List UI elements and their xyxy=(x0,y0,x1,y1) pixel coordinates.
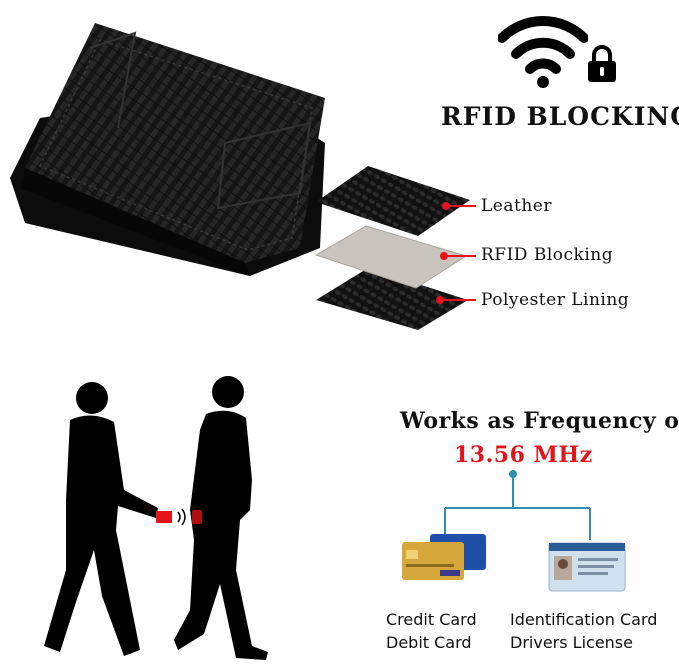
layer-label-polyester-lining: Polyester Lining xyxy=(481,290,630,310)
lock-icon xyxy=(586,44,618,84)
id-card-image xyxy=(548,542,626,592)
silhouette-people xyxy=(40,370,270,662)
frequency-value: 13.56 MHz xyxy=(454,442,593,468)
id-card-line1: Identification Card xyxy=(510,610,658,629)
credit-card-line1: Credit Card xyxy=(386,610,477,629)
credit-card-label: Credit Card Debit Card xyxy=(386,608,477,654)
layer-label-leather: Leather xyxy=(481,196,552,216)
rfid-title: RFID BLOCKING xyxy=(441,102,679,131)
id-card-label: Identification Card Drivers License xyxy=(510,608,657,654)
wifi-icon xyxy=(498,8,588,90)
credit-card-image xyxy=(400,530,490,582)
frequency-heading: Works as Frequency of xyxy=(400,408,679,434)
wallet-image xyxy=(0,18,340,280)
credit-card-line2: Debit Card xyxy=(386,633,472,652)
id-card-line2: Drivers License xyxy=(510,633,633,652)
layer-label-rfid-blocking: RFID Blocking xyxy=(481,245,614,265)
material-layers xyxy=(308,160,483,330)
